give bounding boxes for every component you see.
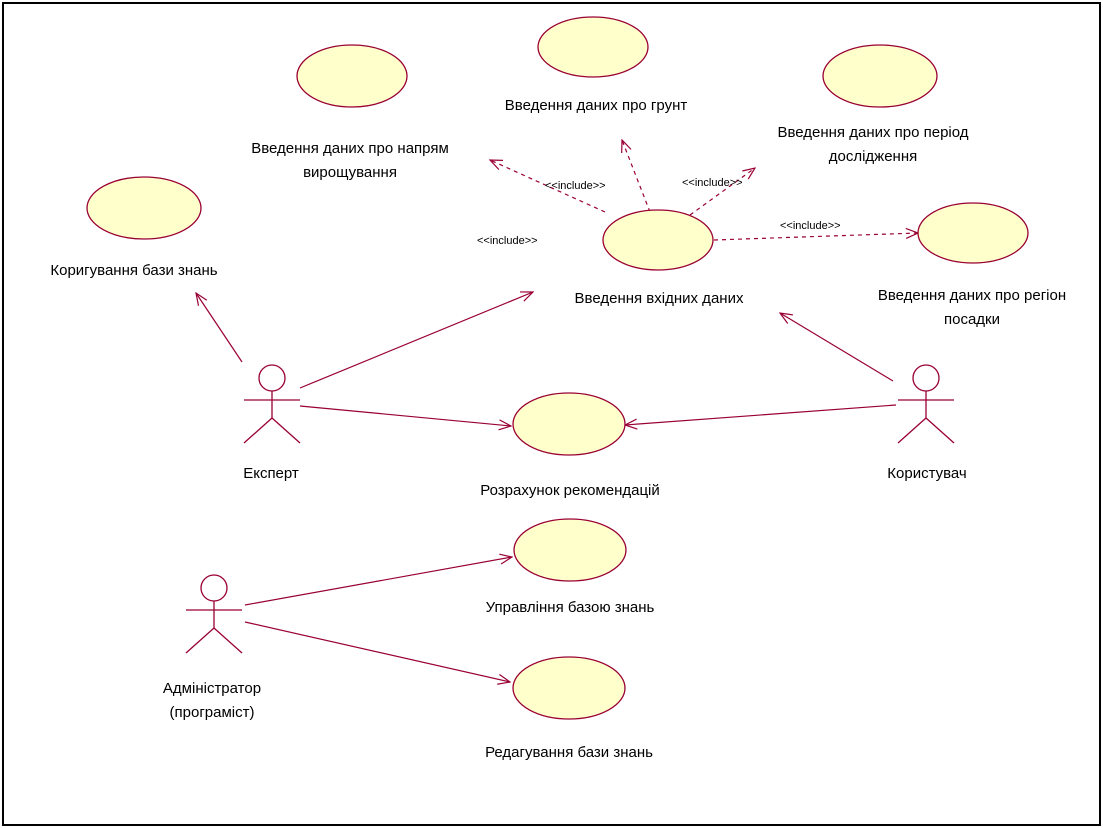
user-to-calc <box>625 404 897 425</box>
expert-to-input-data <box>299 292 533 389</box>
label-kb-correction: Коригування бази знань <box>50 262 217 279</box>
stereotype-include-2: <<include>> <box>682 177 743 189</box>
label-calc: Розрахунок рекомендацій <box>480 482 660 499</box>
admin-to-kb-edit <box>244 621 510 682</box>
usecase-calc[interactable] <box>512 392 626 456</box>
admin-to-kb-manage <box>244 557 512 606</box>
stereotype-include-3: <<include>> <box>780 220 841 232</box>
include-links <box>490 140 918 241</box>
stereotype-include-4: <<include>> <box>477 235 538 247</box>
association-links <box>196 292 897 682</box>
include-line-period <box>689 168 755 216</box>
actor-expert-figure[interactable] <box>243 364 301 444</box>
usecase-input-data[interactable] <box>602 209 714 271</box>
label-actor-admin-line1: Адміністратор <box>163 680 261 697</box>
actor-user-figure[interactable] <box>897 364 955 444</box>
label-actor-admin-line2: (програміст) <box>170 704 255 721</box>
label-soil: Введення даних про грунт <box>505 97 688 114</box>
usecase-region[interactable] <box>917 202 1029 264</box>
include-line-direction <box>490 160 606 213</box>
label-input-data: Введення вхідних даних <box>575 290 744 307</box>
label-direction-line1: Введення даних про напрям <box>251 140 449 157</box>
usecase-kb-manage[interactable] <box>513 518 627 582</box>
expert-to-calc <box>299 405 511 426</box>
label-kb-edit: Редагування бази знань <box>485 744 653 761</box>
expert-to-kb-correction <box>196 293 243 363</box>
use-cases <box>86 16 1029 720</box>
label-region-line2: посадки <box>944 311 1000 328</box>
include-line-soil <box>622 140 651 213</box>
label-period-line1: Введення даних про період <box>777 124 968 141</box>
usecase-kb-correction[interactable] <box>86 176 202 240</box>
include-line-region <box>713 233 918 241</box>
label-kb-manage: Управління базою знань <box>486 599 655 616</box>
usecase-kb-edit[interactable] <box>512 656 626 720</box>
user-to-input-data <box>780 313 894 382</box>
usecase-direction[interactable] <box>296 44 408 108</box>
usecase-soil[interactable] <box>537 16 649 78</box>
label-period-line2: дослідження <box>829 148 918 165</box>
label-direction-line2: вирощування <box>303 164 397 181</box>
label-region-line1: Введення даних про регіон <box>878 287 1066 304</box>
usecase-period[interactable] <box>822 44 938 108</box>
label-actor-user: Користувач <box>887 465 966 482</box>
label-actor-expert: Експерт <box>243 465 299 482</box>
actor-admin-figure[interactable] <box>185 574 243 654</box>
stereotype-include-1: <<include>> <box>545 180 606 192</box>
